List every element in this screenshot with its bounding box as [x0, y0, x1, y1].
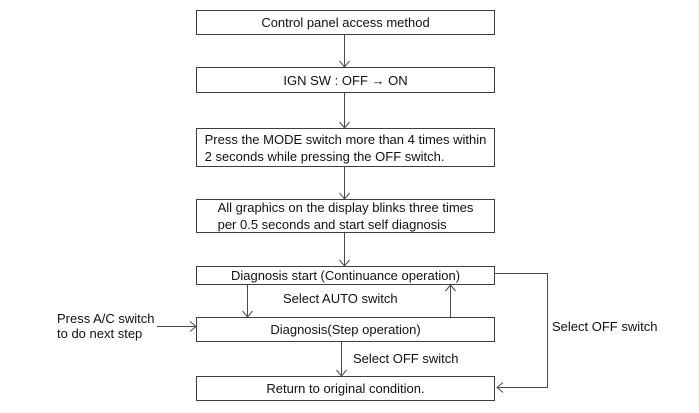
- node-ign-sw: IGN SW : OFF → ON: [196, 67, 495, 93]
- annotation-press-ac-switch: Press A/C switch to do next step: [57, 311, 155, 341]
- node-access-method-label: Control panel access method: [261, 15, 430, 30]
- node-diagnosis-step-label: Diagnosis(Step operation): [270, 322, 421, 337]
- arrow-start-to-step: [242, 285, 253, 318]
- node-display-blink: All graphics on the display blinks three…: [196, 199, 495, 233]
- node-diagnosis-start-label: Diagnosis start (Continuance operation): [230, 268, 461, 283]
- node-return-original-label: Return to original condition.: [266, 381, 425, 396]
- arrow-press-ac-to-step: [157, 321, 197, 332]
- node-display-blink-label: All graphics on the display blinks three…: [217, 200, 474, 232]
- arrow-mode-to-blink: [339, 167, 350, 200]
- node-access-method: Control panel access method: [196, 10, 495, 35]
- arrow-access-to-ign: [339, 35, 350, 68]
- edge-label-select-auto: Select AUTO switch: [283, 291, 398, 306]
- arrow-blink-to-start: [339, 233, 350, 267]
- arrow-ign-to-mode: [339, 93, 350, 129]
- edge-label-select-off-right: Select OFF switch: [552, 319, 658, 334]
- node-return-original: Return to original condition.: [196, 376, 495, 401]
- edge-label-select-off-mid: Select OFF switch: [353, 351, 459, 366]
- arrow-start-to-return-bypass: [495, 273, 548, 393]
- node-diagnosis-start: Diagnosis start (Continuance operation): [196, 266, 495, 285]
- node-ign-sw-label: IGN SW : OFF → ON: [283, 72, 408, 88]
- node-diagnosis-step: Diagnosis(Step operation): [196, 317, 495, 342]
- node-mode-switch-label: Press the MODE switch more than 4 times …: [204, 131, 487, 164]
- arrow-step-to-return: [336, 342, 347, 377]
- node-mode-switch: Press the MODE switch more than 4 times …: [196, 128, 495, 167]
